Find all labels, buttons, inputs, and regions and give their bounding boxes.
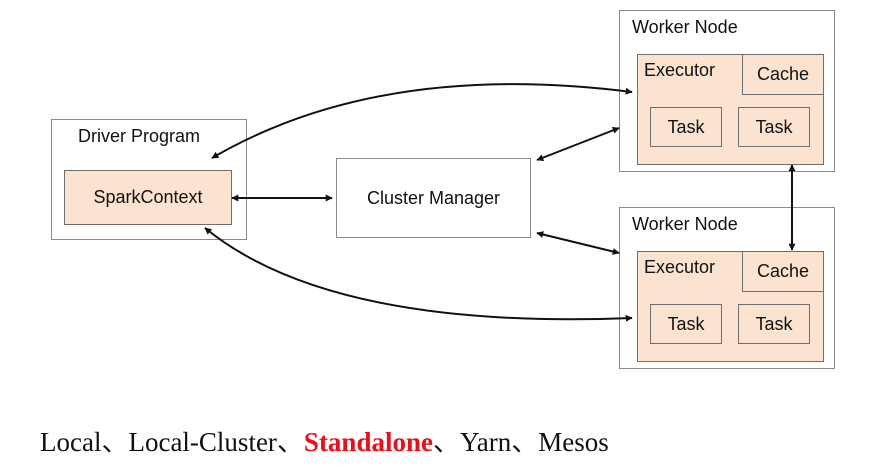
arrow-driver-to-worker-2 — [204, 227, 633, 322]
worker-node-box: Worker Node Executor Cache Task Task — [619, 207, 835, 369]
task-label: Task — [667, 313, 705, 334]
deploy-mode-item: Local — [40, 427, 102, 457]
deploy-modes-caption: Local、Local-Cluster、Standalone、Yarn、Meso… — [40, 420, 609, 459]
deploy-mode-item: Yarn — [459, 427, 512, 457]
driver-program-title: Driver Program — [78, 126, 201, 146]
deploy-mode-separator: 、 — [101, 427, 129, 457]
deploy-mode-separator: 、 — [276, 427, 304, 457]
worker-node-title: Worker Node — [632, 214, 738, 234]
executor-label: Executor — [644, 60, 716, 80]
executor-box: Executor Cache Task Task — [637, 54, 824, 165]
spark-context-box: SparkContext — [64, 170, 232, 225]
deploy-mode-item: Local-Cluster — [128, 427, 277, 457]
task-box: Task — [738, 107, 810, 147]
task-label: Task — [667, 116, 705, 137]
executor-box: Executor Cache Task Task — [637, 251, 824, 362]
cluster-manager-box: Cluster Manager — [336, 158, 531, 238]
cache-label: Cache — [756, 64, 810, 84]
cluster-manager-label: Cluster Manager — [366, 187, 501, 208]
deploy-mode-item: Mesos — [538, 427, 609, 457]
task-box: Task — [650, 304, 722, 344]
task-label: Task — [755, 116, 793, 137]
arrow-cluster-manager-to-worker-2 — [536, 231, 620, 255]
deploy-mode-separator: 、 — [511, 427, 539, 457]
cache-box: Cache — [742, 54, 824, 95]
arrow-driver-to-worker-1 — [211, 83, 633, 159]
task-box: Task — [650, 107, 722, 147]
deploy-mode-item: Standalone — [303, 427, 433, 457]
task-label: Task — [755, 313, 793, 334]
cache-label: Cache — [756, 261, 810, 281]
spark-context-label: SparkContext — [93, 187, 203, 207]
worker-node-title: Worker Node — [632, 17, 738, 37]
worker-node-box: Worker Node Executor Cache Task Task — [619, 10, 835, 172]
arrow-cluster-manager-to-worker-1 — [536, 127, 620, 161]
task-box: Task — [738, 304, 810, 344]
deploy-mode-separator: 、 — [432, 427, 460, 457]
executor-label: Executor — [644, 257, 716, 277]
cache-box: Cache — [742, 251, 824, 292]
